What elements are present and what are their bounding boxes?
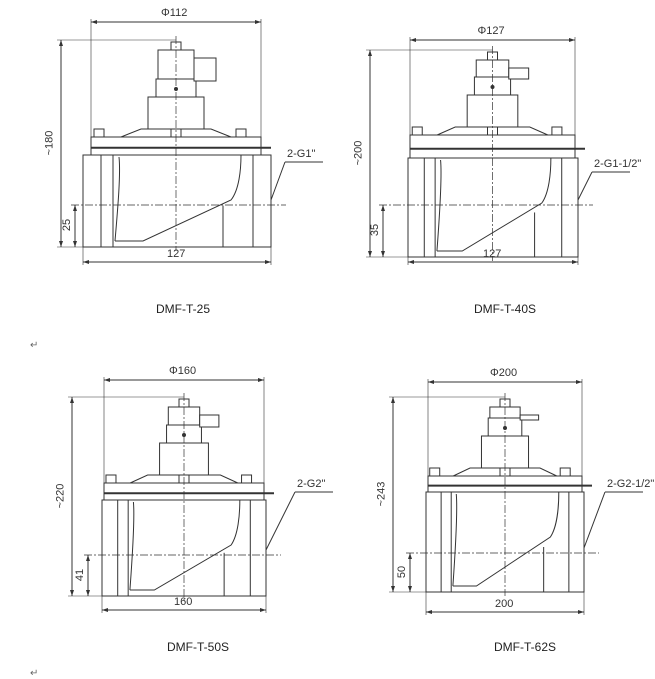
diaphragm-curve bbox=[436, 159, 442, 252]
bolt bbox=[411, 126, 423, 136]
height-label: ~200 bbox=[352, 140, 365, 165]
paragraph-mark: ↵ bbox=[30, 668, 39, 679]
connector-box bbox=[508, 67, 530, 80]
inlet-flange-left bbox=[82, 154, 102, 248]
diaphragm-curve bbox=[452, 493, 458, 587]
width-label: 200 bbox=[495, 598, 514, 610]
bolt bbox=[429, 467, 441, 477]
height-label: ~243 bbox=[375, 481, 388, 506]
internal-passage bbox=[436, 157, 552, 252]
internal-passage bbox=[129, 499, 241, 591]
internal-passage bbox=[452, 491, 560, 587]
paragraph-mark: ↵ bbox=[30, 340, 39, 351]
port-label: 2-G2-1/2" bbox=[607, 478, 655, 490]
inlet-height-label: 50 bbox=[396, 565, 409, 578]
diameter-label: Φ200 bbox=[490, 367, 518, 379]
inlet-flange-left bbox=[101, 499, 119, 597]
bolt bbox=[235, 128, 247, 138]
inlet-height-dimension-arrows bbox=[381, 205, 385, 257]
model-title: DMF-T-62S bbox=[493, 640, 557, 654]
bolt bbox=[105, 474, 117, 484]
inlet-height-label: 41 bbox=[74, 568, 87, 581]
model-title: DMF-T-50S bbox=[166, 640, 230, 654]
port-label: 2-G1-1/2" bbox=[594, 158, 642, 170]
pilot-vent bbox=[490, 85, 495, 89]
bolt bbox=[551, 126, 563, 136]
diameter-label: Φ160 bbox=[169, 365, 197, 377]
diaphragm-curve bbox=[114, 156, 121, 242]
inlet-height-label: 35 bbox=[369, 223, 382, 237]
outlet-flange-right bbox=[249, 499, 267, 597]
model-title: DMF-T-40S bbox=[473, 302, 537, 316]
connector-box bbox=[193, 57, 217, 82]
port-leader bbox=[577, 171, 593, 201]
port-leader bbox=[270, 161, 286, 201]
height-label: ~220 bbox=[54, 483, 67, 508]
diameter-label: Φ112 bbox=[161, 7, 188, 19]
valve-body bbox=[82, 154, 272, 248]
inlet-flange-left bbox=[407, 157, 425, 258]
bolt bbox=[93, 128, 105, 138]
inlet-height-label: 25 bbox=[61, 218, 74, 232]
inlet-flange-left bbox=[425, 491, 442, 593]
height-label: ~180 bbox=[43, 130, 56, 155]
port-leader bbox=[583, 491, 606, 549]
width-label: 160 bbox=[174, 596, 193, 608]
connector-box bbox=[199, 414, 220, 428]
diaphragm-curve bbox=[129, 501, 135, 591]
diameter-label: Φ127 bbox=[477, 25, 505, 37]
port-leader bbox=[265, 491, 296, 551]
bolt bbox=[241, 474, 253, 484]
outlet-flange-right bbox=[568, 491, 585, 593]
outlet-flange-right bbox=[252, 154, 272, 248]
internal-passage bbox=[115, 154, 242, 242]
valve-body bbox=[407, 157, 579, 258]
model-title: DMF-T-25 bbox=[156, 302, 210, 316]
bolt bbox=[559, 467, 571, 477]
width-label: 127 bbox=[483, 248, 502, 260]
outlet-flange-right bbox=[561, 157, 579, 258]
width-label: 127 bbox=[167, 248, 186, 260]
connector-box bbox=[519, 414, 540, 421]
port-label: 2-G2" bbox=[297, 478, 326, 490]
port-label: 2-G1" bbox=[287, 148, 316, 160]
